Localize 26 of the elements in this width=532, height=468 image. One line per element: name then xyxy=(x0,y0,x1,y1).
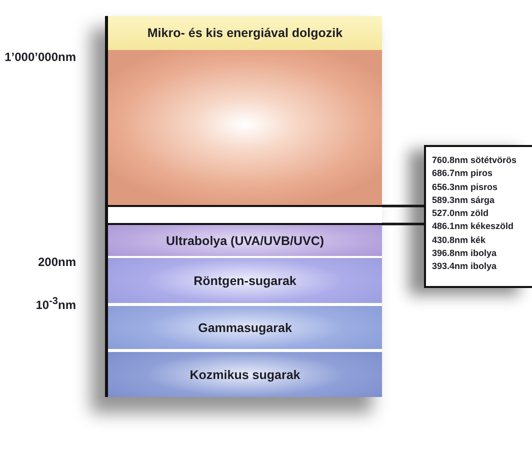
band-label: Röntgen-sugarak xyxy=(194,274,296,288)
band-label: Kozmikus sugarak xyxy=(190,368,300,382)
band-label: Gammasugarak xyxy=(198,320,292,334)
wavelength-entry: 656.3nm pisros xyxy=(432,180,498,194)
connector-line xyxy=(380,204,426,226)
callout-box xyxy=(424,145,532,288)
wavelength-entry: 393.4nm ibolya xyxy=(432,260,497,274)
wavelength-entry: 760.8nm sötétvörös xyxy=(432,154,517,167)
scale-label: 10$^{-3}$nm xyxy=(36,296,76,312)
spectrum-band xyxy=(108,50,382,205)
band-label: Mikro- és kis energiával dolgozik xyxy=(147,26,343,40)
spectrum-band xyxy=(108,352,382,397)
spectrum-band xyxy=(108,258,382,303)
spectrum-band xyxy=(108,225,382,256)
wavelength-entry: 527.0nm zöld xyxy=(432,207,489,220)
wavelength-entry: 430.8nm kék xyxy=(432,234,486,247)
spectrum-band xyxy=(108,205,382,225)
wavelength-entry: 486.1nm kékeszöld xyxy=(432,220,514,234)
wavelength-entry: 686.7nm piros xyxy=(432,167,493,180)
spectrum-band xyxy=(108,16,382,50)
wavelength-entry: 589.3nm sárga xyxy=(432,194,495,207)
band-label: Ultrabolya (UVA/UVB/UVC) xyxy=(166,234,324,248)
spectrum-band xyxy=(108,306,382,349)
scale-label: 200nm xyxy=(38,255,76,269)
scale-label: 1’000’000nm xyxy=(4,50,76,64)
wavelength-entry: 396.8nm ibolya xyxy=(432,247,497,260)
